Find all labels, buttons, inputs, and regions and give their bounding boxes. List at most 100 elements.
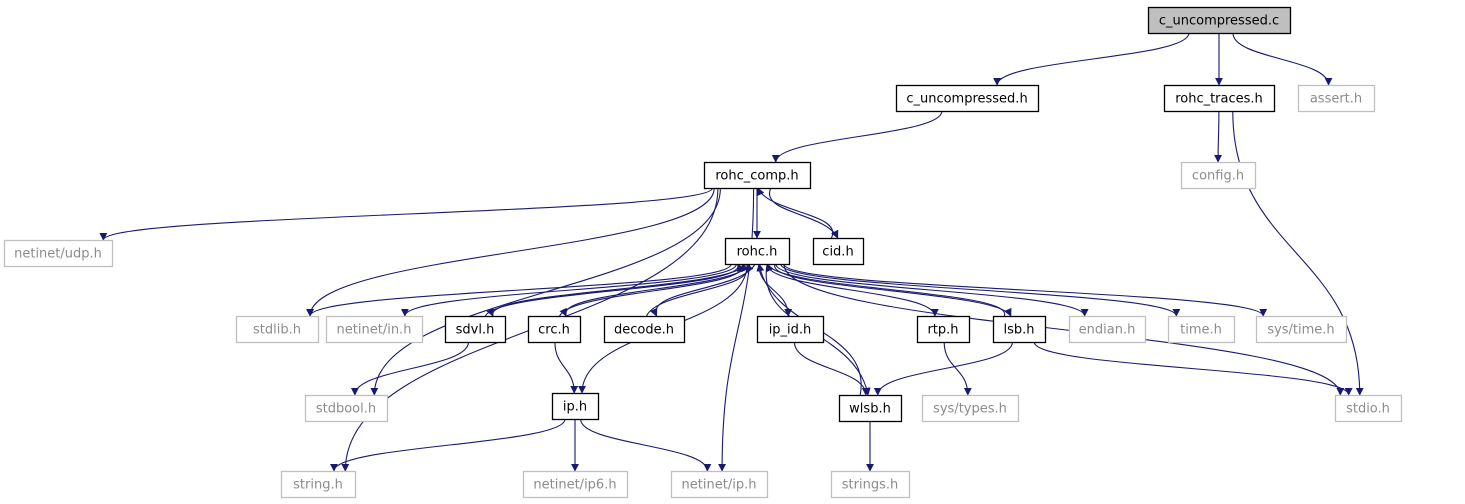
node-ip-id-h[interactable]: ip_id.h (756, 315, 825, 344)
node-box (921, 394, 1020, 423)
node-box (812, 237, 865, 266)
edge-rohc-traces-h-to-stdio-h (1232, 110, 1364, 396)
edge-rohc-h-to-stdlib-h (306, 263, 732, 317)
edge-rohc-traces-h-to-config-h (1214, 110, 1223, 163)
node-sdvl-h[interactable]: sdvl.h (444, 315, 507, 344)
edge-rohc-h-to-netinet-in-h (400, 263, 737, 317)
node-netinet-ip6-h: netinet/ip6.h (522, 470, 629, 499)
node-label: config.h (1192, 169, 1244, 184)
node-wlsb-h[interactable]: wlsb.h (838, 394, 903, 423)
edge-rtp-h-to-sys-types-h (943, 341, 972, 396)
node-label: lsb.h (1003, 323, 1034, 338)
node-c-uncompressed-h[interactable]: c_uncompressed.h (895, 84, 1040, 113)
node-crc-h[interactable]: crc.h (527, 315, 582, 344)
edge-ip-h-to-string-h (330, 418, 566, 472)
node-box (444, 315, 507, 344)
node-string-h: string.h (280, 470, 357, 499)
node-box (703, 161, 812, 190)
edge-lsb-h-to-wlsb-h (873, 341, 1014, 396)
node-label: strings.h (842, 478, 898, 493)
edge-sdvl-h-to-stdbool-h (350, 341, 470, 396)
node-box (325, 315, 424, 344)
node-label: rohc_comp.h (715, 169, 798, 184)
node-label: sys/types.h (933, 402, 1007, 417)
node-stdio-h: stdio.h (1334, 394, 1403, 423)
node-box (830, 470, 911, 499)
node-netinet-udp-h: netinet/udp.h (3, 239, 114, 268)
edge-c-uncompressed-h-to-rohc-comp-h (771, 110, 943, 163)
node-cid-h[interactable]: cid.h (812, 237, 865, 266)
node-box (551, 392, 600, 421)
node-label: crc.h (538, 323, 570, 338)
node-label: rohc_traces.h (1175, 92, 1263, 107)
node-lsb-h[interactable]: lsb.h (992, 315, 1047, 344)
node-box (280, 470, 357, 499)
node-ip-h[interactable]: ip.h (551, 392, 600, 421)
node-box (1334, 394, 1403, 423)
node-box (522, 470, 629, 499)
node-config-h: config.h (1180, 161, 1257, 190)
node-assert-h: assert.h (1297, 84, 1376, 113)
node-label: sys/time.h (1267, 323, 1334, 338)
node-box (527, 315, 582, 344)
node-box (670, 470, 769, 499)
node-c-uncompressed-c[interactable]: c_uncompressed.c (1147, 6, 1292, 35)
node-rohc-comp-h[interactable]: rohc_comp.h (703, 161, 812, 190)
node-label: c_uncompressed.h (906, 92, 1027, 107)
edges-layer (99, 32, 1364, 472)
node-endian-h: endian.h (1068, 315, 1147, 344)
edge-ip-h-to-netinet-ip-h (580, 418, 712, 472)
node-label: decode.h (614, 323, 674, 338)
node-box (1163, 84, 1276, 113)
node-time-h: time.h (1167, 315, 1236, 344)
edge-cid-h-to-rohc-comp-h (757, 187, 834, 239)
node-label: netinet/in.h (337, 323, 412, 338)
node-netinet-in-h: netinet/in.h (325, 315, 424, 344)
node-label: netinet/ip.h (682, 478, 757, 493)
node-rohc-h[interactable]: rohc.h (724, 237, 791, 266)
node-box (1147, 6, 1292, 35)
node-box (1297, 84, 1376, 113)
node-label: c_uncompressed.c (1159, 14, 1279, 29)
node-stdlib-h: stdlib.h (235, 315, 320, 344)
node-label: stdio.h (1346, 402, 1390, 417)
edge-crc-h-to-rohc-h (559, 263, 749, 317)
node-rohc-traces-h[interactable]: rohc_traces.h (1163, 84, 1276, 113)
node-label: rtp.h (927, 323, 958, 338)
node-box (895, 84, 1040, 113)
node-label: ip.h (563, 400, 587, 415)
edge-rohc-h-to-time-h (780, 263, 1181, 317)
node-label: netinet/ip6.h (533, 478, 616, 493)
node-label: time.h (1180, 323, 1222, 338)
node-label: stdlib.h (253, 323, 301, 338)
edge-decode-h-to-rohc-h (646, 263, 754, 317)
node-netinet-ip-h: netinet/ip.h (670, 470, 769, 499)
node-label: wlsb.h (849, 402, 891, 417)
node-label: stdbool.h (316, 402, 376, 417)
node-box (603, 315, 686, 344)
node-box (1167, 315, 1236, 344)
node-label: string.h (293, 478, 343, 493)
node-decode-h[interactable]: decode.h (603, 315, 686, 344)
node-box (756, 315, 825, 344)
node-rtp-h[interactable]: rtp.h (916, 315, 971, 344)
node-box (1180, 161, 1257, 190)
node-sys-time-h: sys/time.h (1255, 315, 1348, 344)
edge-c-uncompressed-c-to-c-uncompressed-h (993, 32, 1190, 86)
edge-rohc-h-to-stdio-h (783, 263, 1345, 396)
edge-ip-id-h-to-wlsb-h (793, 341, 870, 396)
node-stdbool-h: stdbool.h (304, 394, 389, 423)
node-label: endian.h (1079, 323, 1136, 338)
node-label: cid.h (822, 245, 853, 260)
edge-c-uncompressed-c-to-assert-h (1232, 32, 1333, 86)
node-sys-types-h: sys/types.h (921, 394, 1020, 423)
edge-lsb-h-to-stdio-h (1033, 341, 1353, 396)
node-box (916, 315, 971, 344)
node-box (235, 315, 320, 344)
node-label: netinet/udp.h (14, 247, 102, 262)
node-box (1255, 315, 1348, 344)
edge-rohc-h-to-sys-time-h (783, 263, 1268, 317)
edge-rohc-comp-h-to-netinet-ip-h (718, 187, 755, 472)
edge-crc-h-to-ip-h (554, 341, 579, 394)
edge-rohc-h-to-rtp-h (766, 263, 939, 317)
